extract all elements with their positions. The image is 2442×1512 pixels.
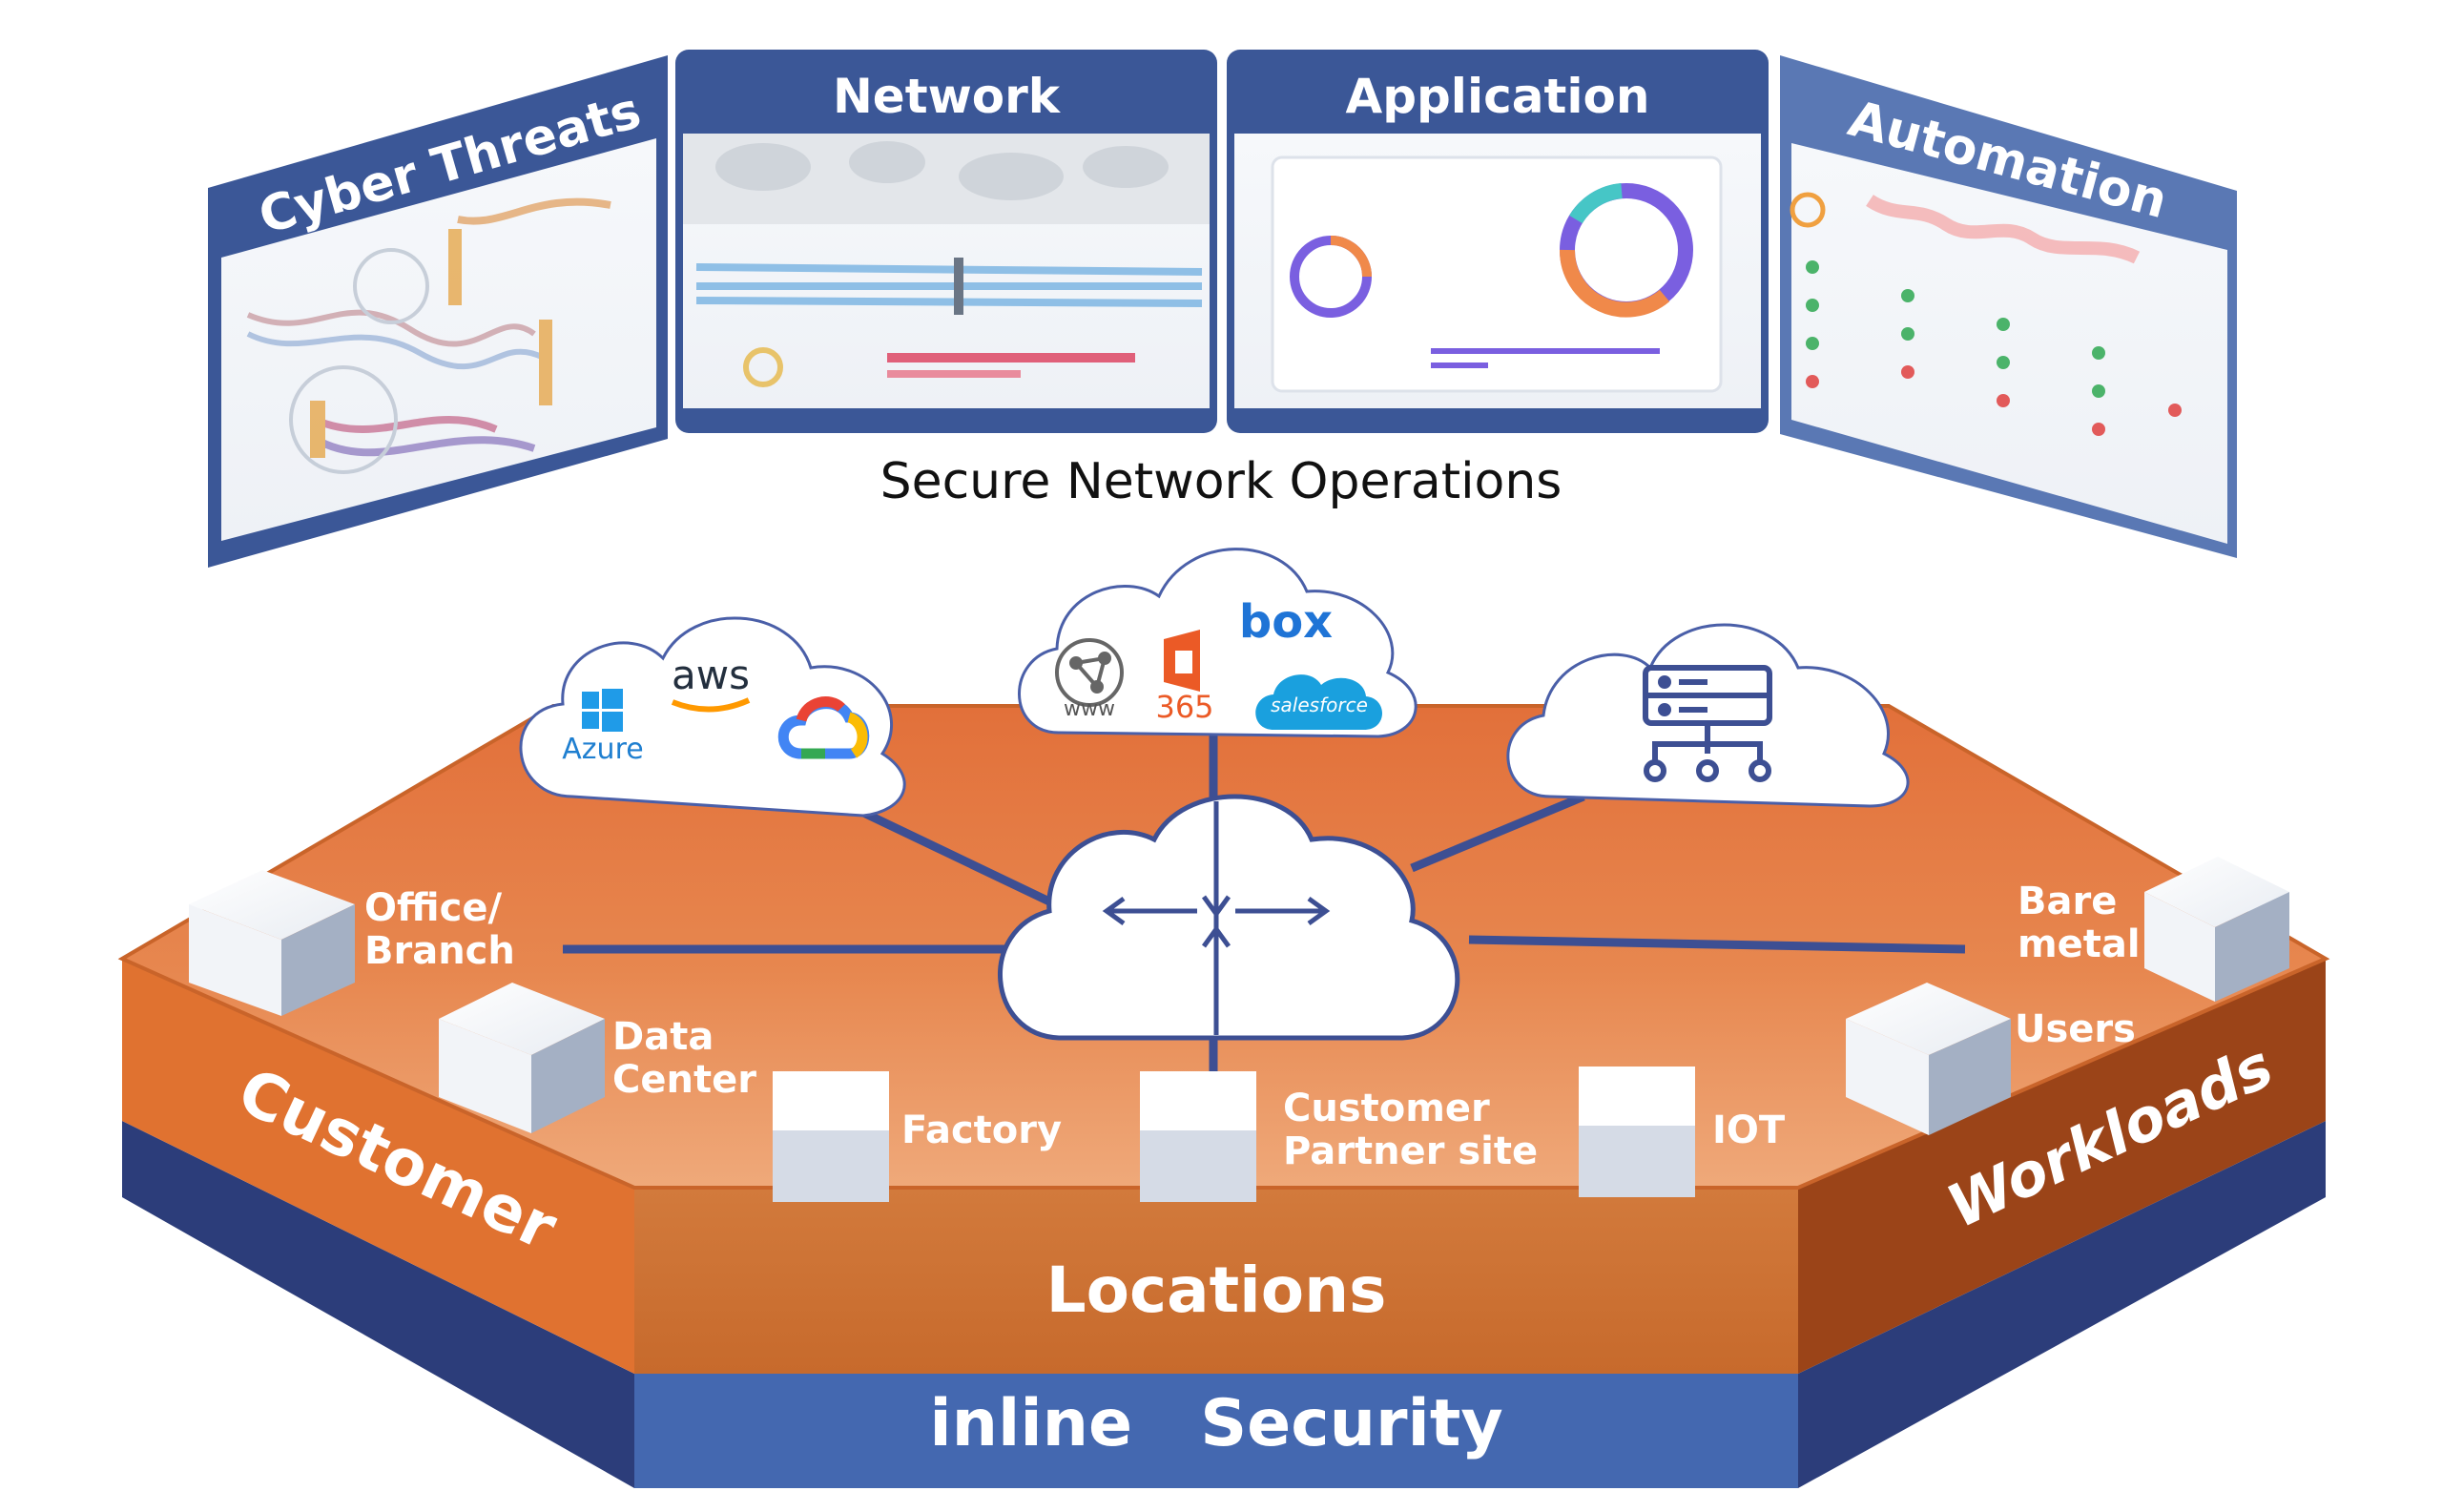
iot-cube [1579, 1067, 1695, 1197]
hub-cloud [998, 794, 1460, 1041]
location-cubes [189, 857, 2289, 1202]
platform [117, 704, 2330, 1488]
salesforce-label: salesforce [1271, 694, 1368, 716]
salesforce-icon [1255, 674, 1383, 730]
box-label: box [1239, 595, 1333, 649]
iot-label: IOT [1712, 1108, 1786, 1152]
google-cloud-icon [777, 696, 870, 759]
location-labels: Office/ Branch Data Center Factory Custo… [364, 880, 2141, 1173]
azure-icon [582, 689, 623, 732]
network-panel: Network [675, 50, 1217, 433]
caption-secure-network-operations: Secure Network Operations [880, 453, 1562, 510]
azure-label: Azure [562, 733, 643, 766]
dashboard-panels: Cyber Threats Network [208, 50, 2237, 568]
routing-arrows-icon [1102, 801, 1331, 1035]
workloads-face [1798, 959, 2326, 1374]
aws-smile-icon [671, 697, 751, 713]
cyber-threats-panel: Cyber Threats [208, 55, 668, 568]
panel-title-application: Application [1346, 69, 1650, 124]
customer-face [122, 959, 634, 1374]
inline-security-band [634, 1364, 1798, 1488]
factory-label: Factory [901, 1108, 1062, 1152]
inline-security-label: inline Security [929, 1386, 1502, 1461]
data-center-cube [439, 983, 605, 1133]
data-center-label-line2: Center [612, 1058, 756, 1102]
data-center-label-line1: Data [612, 1015, 714, 1059]
aws-label: aws [672, 652, 750, 698]
factory-cube [773, 1071, 889, 1202]
automation-panel: Automation [1780, 55, 2237, 558]
customer-partner-label-line1: Customer [1283, 1087, 1490, 1130]
www-label: www [1064, 697, 1115, 721]
office-branch-label-line2: Branch [364, 929, 515, 973]
users-cube [1846, 983, 2011, 1135]
server-cloud [1506, 623, 1910, 808]
users-label: Users [2015, 1007, 2136, 1051]
public-cloud: Azure aws [519, 616, 906, 818]
application-panel: Application [1227, 50, 1769, 433]
customer-partner-cube [1140, 1071, 1256, 1202]
customer-partner-label-line2: Partner site [1283, 1129, 1538, 1173]
locations-face [634, 1188, 1798, 1374]
server-rack-icon [1643, 665, 1772, 782]
office-branch-cube [189, 870, 355, 1016]
office-365-label: 365 [1155, 689, 1213, 725]
bare-metal-label-line2: metal [2018, 922, 2141, 966]
locations-face-label: Locations [1046, 1253, 1387, 1327]
saas-cloud: www 365 box salesforce [1018, 548, 1418, 738]
bare-metal-label-line1: Bare [2018, 880, 2117, 923]
panel-title-network: Network [833, 69, 1062, 124]
bare-metal-cube [2144, 857, 2289, 1002]
www-globe-icon [1055, 638, 1124, 707]
office-365-icon [1164, 630, 1200, 692]
office-branch-label-line1: Office/ [364, 886, 502, 930]
